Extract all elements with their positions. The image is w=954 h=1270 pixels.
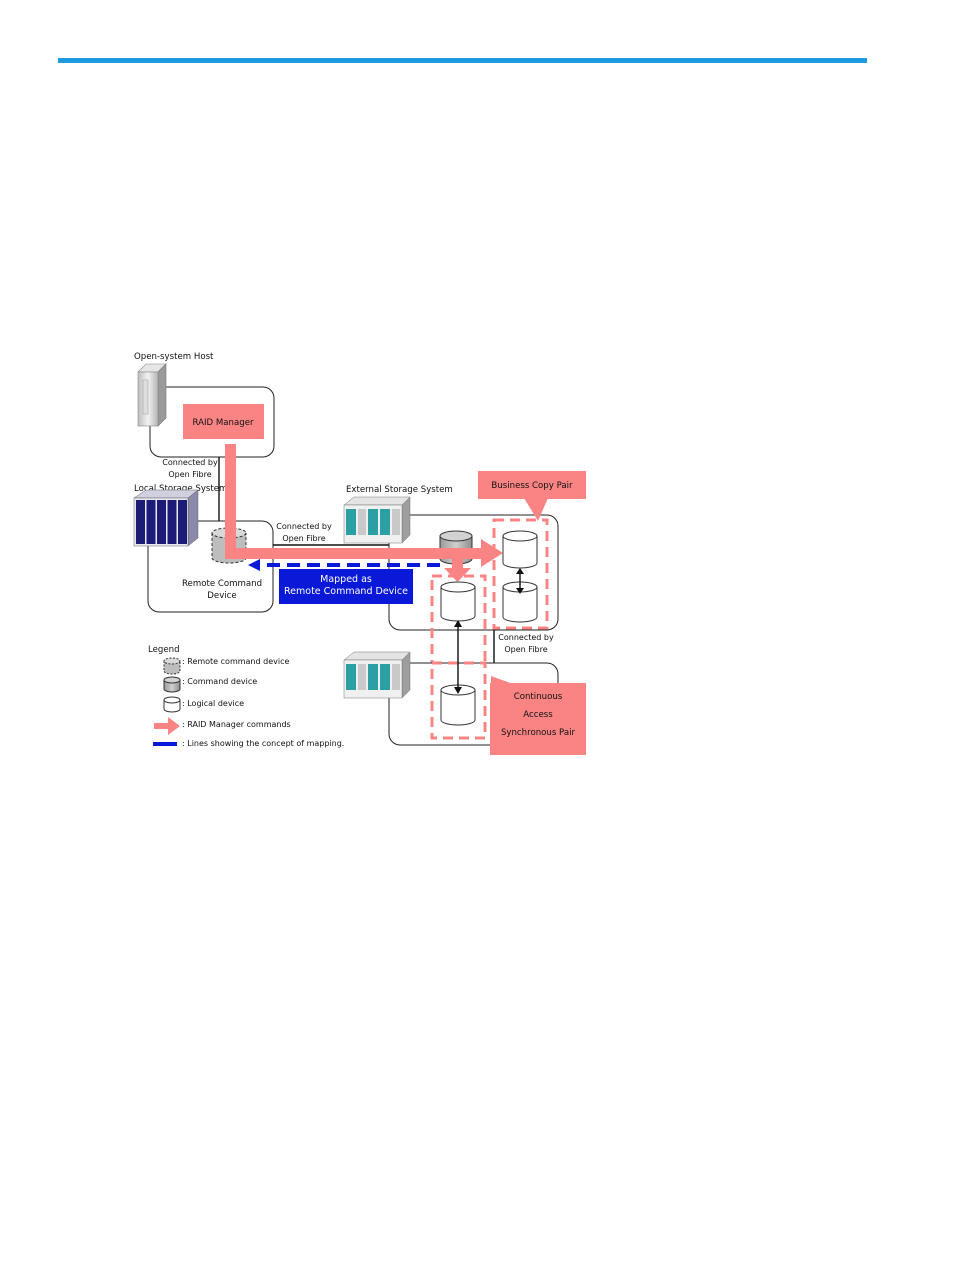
local-storage-cabinet-icon (133, 489, 199, 547)
mapped-line2: Remote Command Device (284, 586, 408, 597)
external-storage-cabinet-icon (343, 496, 411, 544)
host-server-icon (137, 363, 167, 427)
raid-manager-label: RAID Manager (192, 418, 254, 428)
legend-cmd-label: : Command device (182, 677, 257, 686)
remote-cmd-label-line2: Device (207, 591, 236, 601)
remote-cmd-label-line1: Remote Command (182, 579, 262, 589)
legend-mapping-line-icon (153, 742, 177, 746)
top-rule (58, 58, 867, 63)
legend-raid-arrow-icon (154, 717, 180, 735)
raid-command-arrow (225, 444, 503, 582)
legend-remote-cmd-icon (163, 657, 181, 675)
raid-manager-box (183, 404, 264, 439)
external-storage-title: External Storage System (346, 485, 453, 495)
open-host-title: Open-system Host (134, 352, 214, 362)
conn-host-line2: Open Fibre (168, 470, 211, 479)
bc-primary-logical-device-icon (502, 530, 538, 569)
business-copy-label: Business Copy Pair (491, 481, 573, 491)
legend-logical-icon (163, 696, 181, 713)
conn-ext-line1: Connected by (276, 522, 332, 531)
conn-remote-line1: Connected by (498, 633, 554, 642)
legend-mapping-label: : Lines showing the concept of mapping. (182, 739, 344, 748)
conn-remote-line2: Open Fibre (504, 645, 547, 654)
legend-raid-label: : RAID Manager commands (182, 720, 291, 729)
remote-storage-cabinet-icon (343, 651, 411, 699)
ca-callout (490, 683, 586, 755)
ca-line2: Access (523, 710, 553, 720)
bc-pair-arrow (516, 568, 524, 594)
legend-title: Legend (148, 645, 180, 655)
business-copy-callout (478, 471, 586, 499)
ca-line3: Synchronous Pair (501, 728, 576, 738)
legend-remote-cmd-label: : Remote command device (182, 657, 289, 666)
ca-pair-arrow (454, 620, 462, 694)
conn-host-line1: Connected by (162, 458, 218, 467)
ca-line1: Continuous (514, 692, 563, 702)
mapped-as-box (279, 569, 413, 604)
ca-primary-logical-device-icon (440, 581, 476, 622)
conn-ext-line2: Open Fibre (282, 534, 325, 543)
mapped-line1: Mapped as (320, 574, 372, 585)
business-copy-callout-pointer (524, 498, 548, 521)
legend-cmd-icon (163, 676, 181, 693)
mapping-line (248, 559, 440, 571)
legend-logical-label: : Logical device (182, 699, 244, 708)
local-storage-title: Local Storage System (134, 484, 227, 494)
